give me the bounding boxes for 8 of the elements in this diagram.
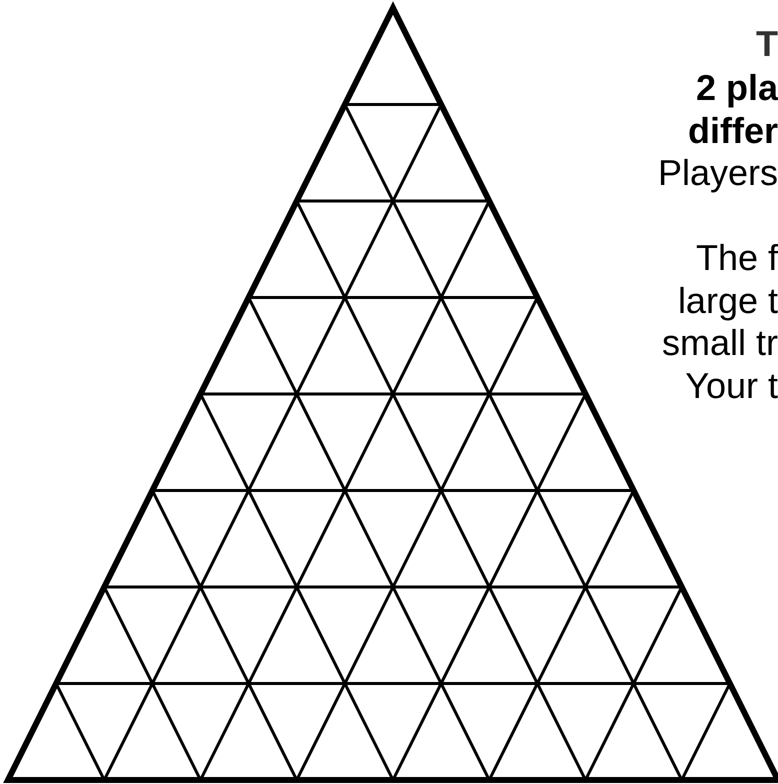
instruction-text: large t bbox=[678, 279, 778, 322]
instruction-text: differ bbox=[688, 109, 778, 152]
instruction-text: Players bbox=[658, 151, 778, 194]
instruction-text: small tr bbox=[662, 321, 778, 364]
instruction-text: Your t bbox=[685, 364, 778, 407]
instruction-text: 2 pla bbox=[696, 66, 778, 109]
instruction-text: The f bbox=[696, 236, 778, 279]
instruction-text: T bbox=[756, 22, 778, 65]
